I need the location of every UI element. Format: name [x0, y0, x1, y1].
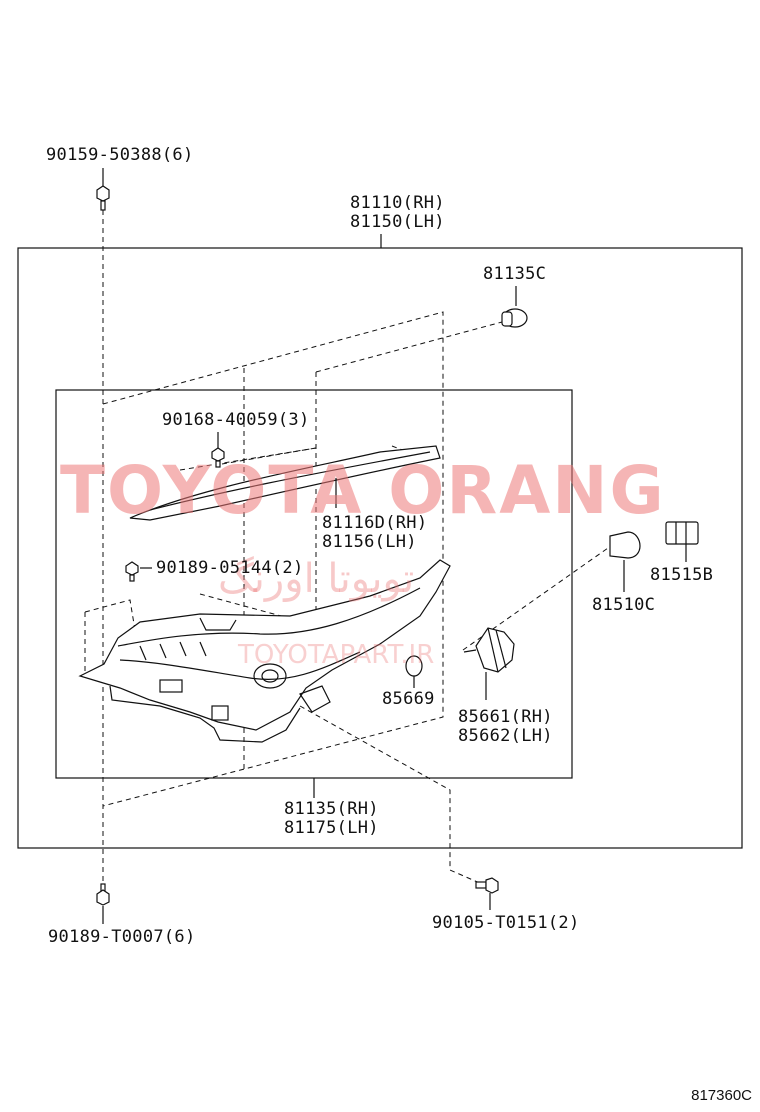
- socket-81515b-icon: [665, 521, 699, 562]
- label-unit-rh: 81135(RH): [284, 799, 379, 819]
- label-screw-top: 90159-50388(6): [46, 145, 194, 165]
- label-bulb-sub-rh: 85661(RH): [458, 707, 553, 727]
- bulb-icon: [609, 531, 641, 592]
- screw-90168-icon: [211, 432, 225, 468]
- label-molding-rh: 81116D(RH): [322, 513, 428, 533]
- bulb-sub-assembly-icon: [463, 627, 515, 700]
- screw-90105-icon: [475, 877, 499, 910]
- outer-frame: [17, 247, 743, 849]
- molding-strip-icon: [129, 445, 441, 521]
- label-assembly-rh: 81110(RH): [350, 193, 445, 213]
- watermark-url: TOYOTAPART.IR: [238, 640, 435, 670]
- headlamp-housing-icon: [78, 559, 451, 743]
- socket-icon: [501, 286, 528, 328]
- label-screw-90168: 90168-40059(3): [162, 410, 310, 430]
- label-socket-81515b: 81515B: [650, 565, 714, 585]
- screw-top-icon: [96, 168, 110, 211]
- screw-90189-icon: [125, 561, 152, 582]
- label-socket: 81135C: [483, 264, 547, 284]
- diagram-code: 817360C: [691, 1087, 752, 1104]
- screw-bottom-icon: [96, 883, 110, 924]
- label-oring: 85669: [382, 689, 435, 709]
- label-screw-bottom: 90189-T0007(6): [48, 927, 196, 947]
- label-bulb: 81510C: [592, 595, 656, 615]
- label-molding-lh: 81156(LH): [322, 532, 417, 552]
- o-ring-icon: [405, 655, 423, 688]
- watermark-persian: تویوتا اورنگ: [218, 556, 415, 602]
- label-screw-90105: 90105-T0151(2): [432, 913, 580, 933]
- label-screw-90189: 90189-05144(2): [156, 558, 304, 578]
- label-bulb-sub-lh: 85662(LH): [458, 726, 553, 746]
- label-assembly-lh: 81150(LH): [350, 212, 445, 232]
- watermark-brand: TOYOTA ORANG: [60, 452, 666, 529]
- label-unit-lh: 81175(LH): [284, 818, 379, 838]
